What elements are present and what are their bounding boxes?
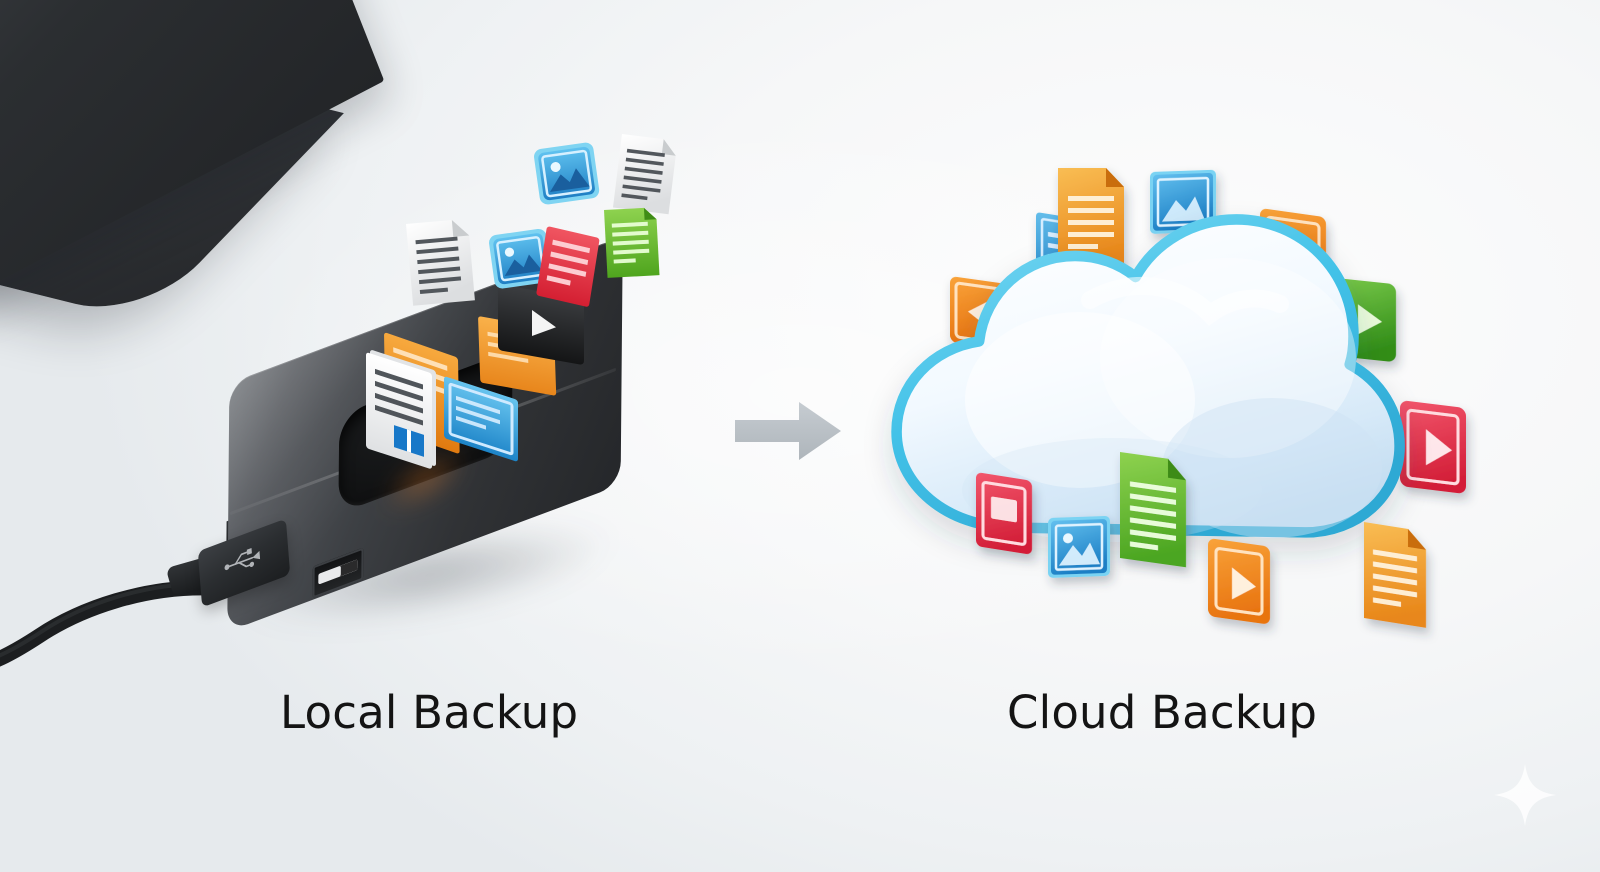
local-backup-label: Local Backup [280,686,579,739]
flying-files-group [406,134,676,307]
cloud-icon-video-red [1400,400,1466,494]
flying-document-file-1 [612,134,676,215]
slot-doc-white [366,350,436,469]
cloud-icon-document-orange-right [1364,522,1426,628]
flying-document-file-2 [406,219,475,306]
cloud-backup-label: Cloud Backup [1007,686,1318,739]
usb-plug [197,518,291,608]
cloud-icon-image-top [1150,169,1216,234]
usb-cable [0,580,215,667]
cloud-backup-graphic [880,150,1466,650]
cloud-icon-image-bottom [1048,516,1110,578]
slot-video-card [498,284,584,365]
flying-image-file-2 [489,228,552,289]
usb-trident-icon [224,548,261,571]
cloud-icon-document-orange-top [1058,168,1124,268]
drive-body [0,236,685,667]
external-hard-drive [0,236,705,668]
flying-document-file-green [604,207,660,278]
flying-document-file-red [536,226,600,307]
cloud-icon-video-orange-bottom [1208,538,1270,624]
right-arrow [735,402,841,460]
slot-file-stack [366,284,584,469]
cloud-icon-video-red-bottom [976,472,1032,554]
flying-image-file-1 [534,142,600,205]
slot-doc-blue [444,376,518,462]
sparkle-icon [1494,764,1556,826]
cloud-icon-document-green [1120,452,1186,568]
cloud-shape [891,214,1405,542]
